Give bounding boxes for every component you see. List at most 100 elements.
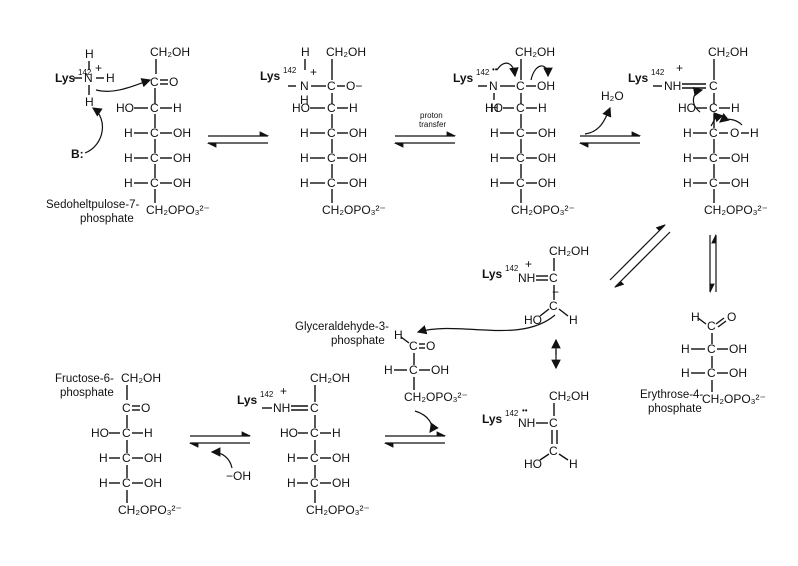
caption-erythrose-line2: phosphate [648, 403, 702, 415]
atom-h: H [683, 126, 692, 140]
ch2oh-label: CH₂OH [326, 45, 366, 59]
ho-label: HO [678, 101, 696, 115]
lys-label: Lys [628, 71, 649, 85]
oh-label: OH [349, 176, 367, 190]
ch2oh-label: CH₂OH [310, 371, 350, 385]
atom-c: C [516, 101, 525, 115]
equilibrium-arrow-proton-transfer: proton transfer [393, 111, 457, 148]
oh-label: OH [349, 151, 367, 165]
ch2oh-label: CH₂OH [549, 244, 589, 258]
structure-neutral-carbinolamine: Lys 142 •• N H CH₂OH C OH HO C H H C OH … [453, 45, 575, 217]
lone-pair: •• [522, 406, 528, 415]
atom-c: C [150, 75, 159, 89]
atom-h: H [394, 328, 403, 342]
nh-label: NH [518, 271, 535, 285]
alkoxide-label: O− [346, 79, 362, 93]
atom-o: O [426, 339, 435, 353]
atom-c: C [549, 271, 558, 285]
atom-c: C [709, 79, 718, 93]
ho-label: HO [280, 426, 298, 440]
ch2opo3-label: CH₂OPO₃²⁻ [322, 203, 386, 217]
atom-c: C [707, 366, 716, 380]
hydroxide-label: −OH [226, 469, 251, 483]
atom-c: C [122, 476, 131, 490]
ho-label: HO [116, 101, 134, 115]
oh-label: OH [537, 79, 555, 93]
atom-c: C [707, 319, 716, 333]
atom-c: C [549, 299, 558, 313]
structure-sedoheptulose-lys: H Lys 142 N + H H B: CH₂OH C O HO C H H … [46, 45, 210, 225]
atom-h: H [538, 101, 547, 115]
caption-fructose-line1: Fructose-6- [55, 373, 114, 385]
atom-c: C [122, 426, 131, 440]
structure-carbinolamine: H Lys 142 + N H CH₂OH C O− HO C H H C OH… [260, 45, 386, 217]
base-label: B: [71, 147, 84, 161]
atom-h: H [683, 151, 692, 165]
atom-h: H [124, 151, 133, 165]
oh-label: OH [173, 176, 191, 190]
ch2opo3-label: CH₂OPO₃²⁻ [404, 390, 468, 404]
atom-c: C [409, 339, 418, 353]
atom-c: C [327, 151, 336, 165]
oh-label: OH [538, 151, 556, 165]
structure-enamine: Lys 142 •• NH C CH₂OH C HO H [482, 389, 589, 471]
nh-label: NH [664, 79, 681, 93]
nh-label: NH [273, 401, 290, 415]
atom-h: H [490, 176, 499, 190]
atom-h: H [569, 313, 578, 327]
lone-pair: •• [492, 65, 498, 74]
lys-label: Lys [237, 393, 258, 407]
lys-number: 142 [260, 390, 274, 399]
atom-c: C [709, 101, 718, 115]
oh-label: OH [349, 126, 367, 140]
lys-label: Lys [55, 71, 76, 85]
ch2opo3-label: CH₂OPO₃²⁻ [306, 503, 370, 517]
lys-number: 142 [505, 264, 519, 273]
oh-label: OH [173, 151, 191, 165]
atom-o: O [730, 126, 739, 140]
atom-h: H [490, 126, 499, 140]
atom-h: H [124, 126, 133, 140]
atom-c: C [150, 126, 159, 140]
atom-c: C [707, 342, 716, 356]
atom-o: O [727, 310, 736, 324]
oh-label: OH [144, 451, 162, 465]
atom-h: H [681, 342, 690, 356]
caption-fructose-line2: phosphate [60, 387, 114, 399]
atom-h: H [301, 45, 310, 59]
oh-label: OH [538, 176, 556, 190]
caption-sedoheptulose-line1: Sedoheltpulose-7- [46, 199, 140, 211]
structure-fructose-6-phosphate: Fructose-6- phosphate CH₂OH C O HO C H H… [55, 371, 182, 517]
ch2oh-label: CH₂OH [121, 371, 161, 385]
equilibrium-arrow-1 [206, 131, 270, 148]
lys-number: 142 [78, 68, 92, 77]
atom-c: C [122, 451, 131, 465]
atom-c: C [122, 401, 131, 415]
ch2oh-label: CH₂OH [549, 389, 589, 403]
atom-h: H [99, 451, 108, 465]
atom-h: H [287, 451, 296, 465]
atom-c: C [150, 151, 159, 165]
lys-number: 142 [283, 66, 297, 75]
nh-label: NH [518, 416, 535, 430]
atom-c: C [310, 401, 319, 415]
atom-c: C [516, 151, 525, 165]
structure-glyceraldehyde-3-phosphate: Glyceraldehyde-3- phosphate H C O H C OH… [295, 321, 468, 404]
caption-glyceraldehyde-line2: phosphate [331, 335, 385, 347]
atom-h: H [300, 93, 309, 107]
atom-h: H [384, 363, 393, 377]
atom-c: C [150, 176, 159, 190]
atom-h: H [750, 126, 759, 140]
lys-number: 142 [505, 409, 519, 418]
atom-c: C [327, 126, 336, 140]
atom-c: C [327, 176, 336, 190]
water-label: H₂O [601, 89, 624, 103]
atom-c: C [409, 363, 418, 377]
oh-label: OH [332, 451, 350, 465]
atom-h: H [85, 95, 94, 109]
atom-h: H [106, 71, 115, 85]
oh-label: OH [731, 151, 749, 165]
atom-c: C [516, 79, 525, 93]
atom-c: C [310, 426, 319, 440]
